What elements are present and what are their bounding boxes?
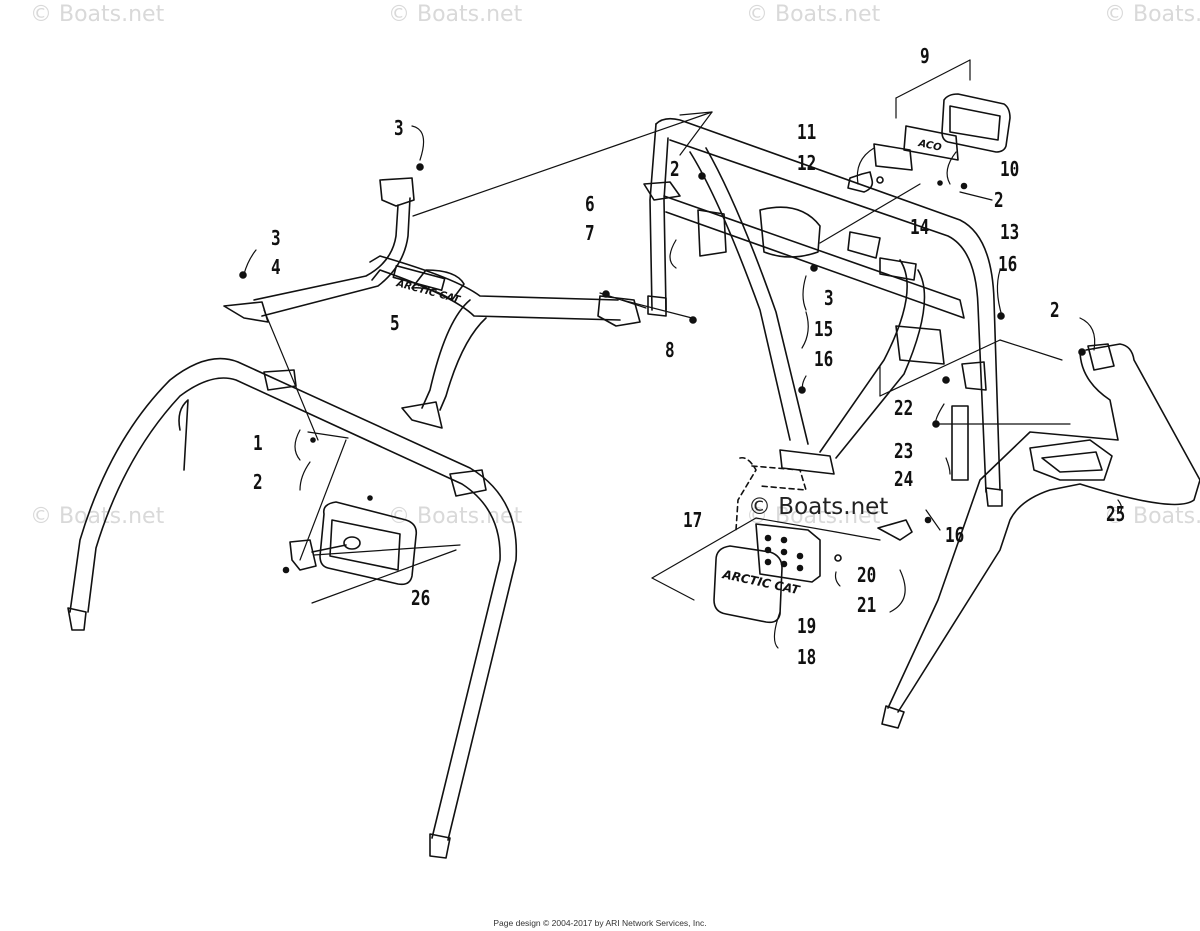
callout-3[interactable]: 3 — [271, 226, 281, 250]
front-roll-bar — [67, 357, 518, 859]
callout-17[interactable]: 17 — [683, 508, 703, 532]
watermark: © Boats.net — [746, 2, 881, 27]
watermark: © Boats.net — [388, 504, 523, 529]
callout-6[interactable]: 6 — [585, 192, 595, 216]
watermark: © Boats.net — [1104, 504, 1200, 529]
callout-21[interactable]: 21 — [857, 593, 877, 617]
callout-20[interactable]: 20 — [857, 563, 877, 587]
callout-3[interactable]: 3 — [824, 286, 834, 310]
watermark: © Boats.net — [30, 504, 165, 529]
hardware-dots — [239, 163, 1086, 443]
page-footer: Page design © 2004-2017 by ARI Network S… — [493, 918, 707, 928]
watermark: © Boats.net — [388, 2, 523, 27]
callout-19[interactable]: 19 — [797, 614, 817, 638]
callout-24[interactable]: 24 — [894, 467, 914, 491]
front-upper-bar — [223, 177, 641, 429]
callout-22[interactable]: 22 — [894, 396, 914, 420]
watermark: © Boats.net — [1104, 2, 1200, 27]
side-panel — [881, 343, 1200, 729]
callout-25[interactable]: 25 — [1106, 502, 1126, 526]
callout-18[interactable]: 18 — [797, 645, 817, 669]
leader-lines — [243, 59, 1123, 649]
callout-13[interactable]: 13 — [1000, 220, 1020, 244]
watermark: © Boats.net — [30, 2, 165, 27]
callout-9[interactable]: 9 — [920, 44, 930, 68]
light-assembly — [847, 93, 1011, 193]
callout-26[interactable]: 26 — [411, 586, 431, 610]
callout-3[interactable]: 3 — [394, 116, 404, 140]
callout-16[interactable]: 16 — [998, 252, 1018, 276]
callout-1[interactable]: 1 — [253, 431, 263, 455]
callout-15[interactable]: 15 — [814, 317, 834, 341]
callout-2[interactable]: 2 — [670, 157, 680, 181]
callout-23[interactable]: 23 — [894, 439, 914, 463]
plate-decal-text: ARCTIC CAT — [720, 567, 801, 597]
watermark-overlay: © Boats.net — [748, 494, 889, 520]
callout-5[interactable]: 5 — [390, 311, 400, 335]
callout-16[interactable]: 16 — [945, 523, 965, 547]
callout-12[interactable]: 12 — [797, 151, 817, 175]
decals: ARCTIC CAT ARCTIC CAT ACO — [394, 138, 943, 597]
callout-7[interactable]: 7 — [585, 221, 595, 245]
mirror-assembly — [282, 495, 418, 586]
callout-4[interactable]: 4 — [271, 255, 281, 279]
light-decal-text: ACO — [916, 138, 943, 154]
callout-11[interactable]: 11 — [797, 120, 817, 144]
callout-8[interactable]: 8 — [665, 338, 675, 362]
bar-decal-text: ARCTIC CAT — [394, 278, 462, 306]
callout-14[interactable]: 14 — [910, 215, 930, 239]
callout-2[interactable]: 2 — [253, 470, 263, 494]
callout-2[interactable]: 2 — [994, 188, 1004, 212]
plate-bracket — [713, 516, 932, 624]
callout-16[interactable]: 16 — [814, 347, 834, 371]
callout-2[interactable]: 2 — [1050, 298, 1060, 322]
callout-10[interactable]: 10 — [1000, 157, 1020, 181]
